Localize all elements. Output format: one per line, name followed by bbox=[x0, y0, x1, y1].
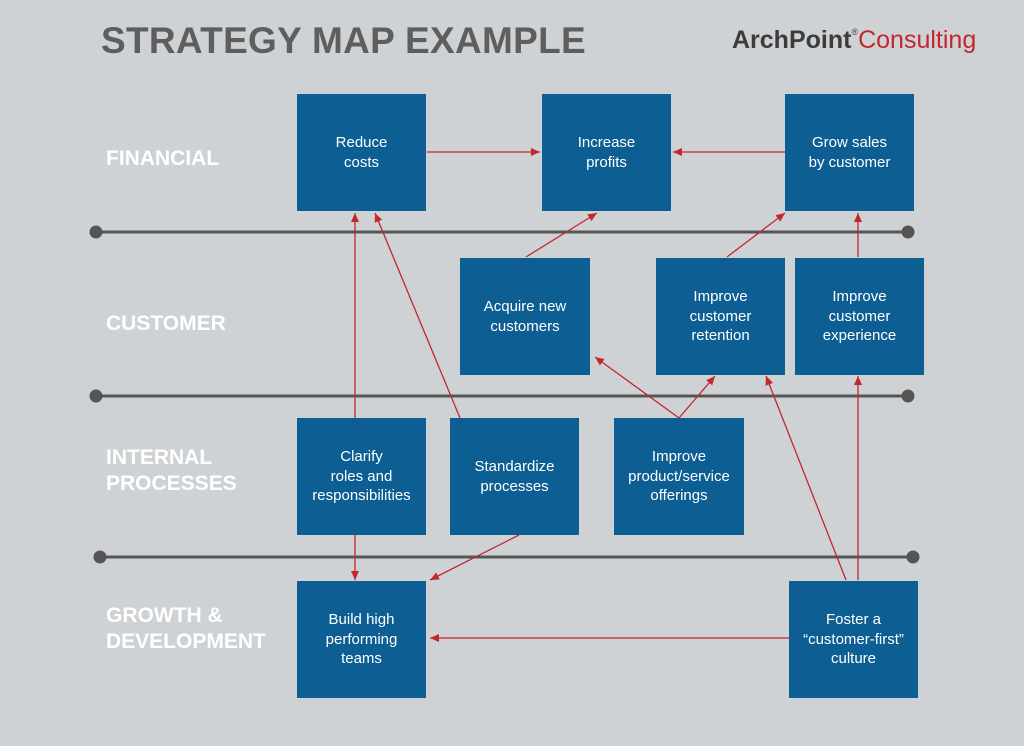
box-improve-retention: Improve customer retention bbox=[656, 258, 785, 375]
box-foster-culture: Foster a “customer-first” culture bbox=[789, 581, 918, 698]
divider-dot bbox=[89, 389, 103, 403]
lane-label-growth-development: GROWTH & DEVELOPMENT bbox=[106, 604, 266, 654]
lane-label-financial: FINANCIAL bbox=[106, 147, 220, 170]
company-logo: ArchPoint®Consulting bbox=[732, 26, 976, 55]
arrow-acquire-to-profits bbox=[525, 212, 598, 258]
page-title: STRATEGY MAP EXAMPLE bbox=[101, 20, 587, 61]
divider-dot bbox=[93, 550, 107, 564]
divider-dot bbox=[89, 225, 103, 239]
box-clarify-roles: Clarify roles and responsibilities bbox=[297, 418, 426, 535]
box-acquire-customers: Acquire new customers bbox=[460, 258, 590, 375]
divider-dot bbox=[901, 389, 915, 403]
arrow-offerings-to-acquire bbox=[594, 356, 680, 419]
box-increase-profits: Increase profits bbox=[542, 94, 671, 211]
lane-label-internal-processes: INTERNAL PROCESSES bbox=[106, 446, 237, 496]
box-standardize-processes: Standardize processes bbox=[450, 418, 579, 535]
box-build-teams: Build high performing teams bbox=[297, 581, 426, 698]
logo-archpoint: ArchPoint bbox=[732, 26, 852, 54]
arrow-offerings-to-retention bbox=[678, 375, 716, 419]
divider-dot bbox=[906, 550, 920, 564]
box-reduce-costs: Reduce costs bbox=[297, 94, 426, 211]
arrow-standardize-to-teams bbox=[429, 534, 520, 581]
divider-dot bbox=[901, 225, 915, 239]
logo-consulting: Consulting bbox=[858, 26, 977, 54]
box-improve-experience: Improve customer experience bbox=[795, 258, 924, 375]
logo-registered-mark: ® bbox=[851, 27, 859, 37]
arrow-standardize-to-reduce bbox=[374, 212, 461, 419]
box-grow-sales: Grow sales by customer bbox=[785, 94, 914, 211]
lane-label-customer: CUSTOMER bbox=[106, 312, 226, 335]
arrow-retention-to-sales bbox=[726, 212, 786, 258]
arrow-culture-to-retention bbox=[765, 375, 847, 581]
box-improve-offerings: Improve product/service offerings bbox=[614, 418, 744, 535]
